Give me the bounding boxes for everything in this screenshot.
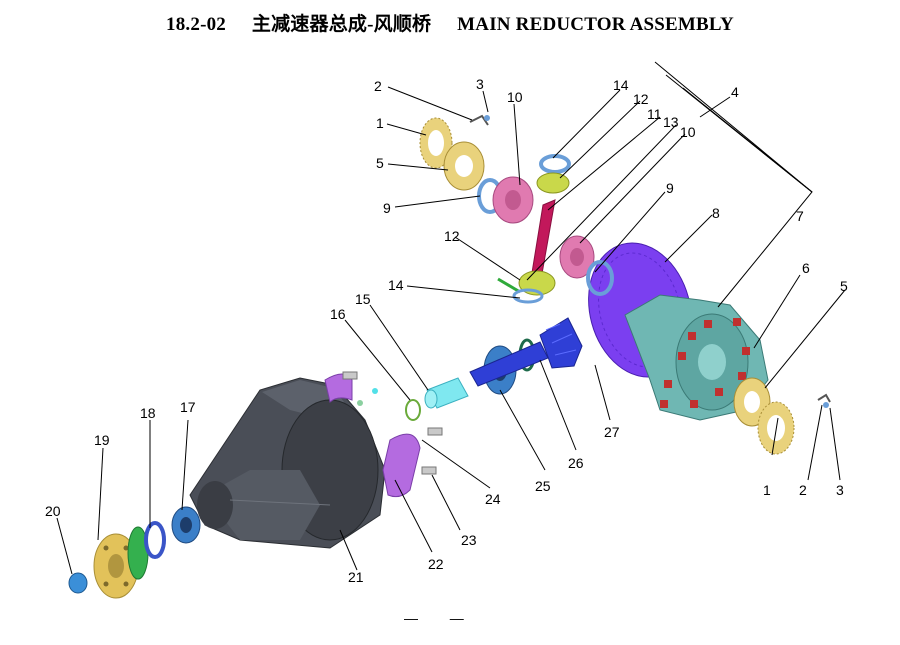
thrust-washer-9-lower bbox=[586, 260, 614, 296]
callout-12a: 12 bbox=[633, 91, 649, 107]
o-ring-16 bbox=[405, 399, 421, 421]
callout-9a: 9 bbox=[383, 200, 391, 216]
callout-3b: 3 bbox=[836, 482, 844, 498]
callout-20: 20 bbox=[45, 503, 61, 519]
page-title: 18.2-02 主减速器总成-风顺桥 MAIN REDUCTOR ASSEMBL… bbox=[0, 9, 900, 36]
callout-27: 27 bbox=[604, 424, 620, 440]
callout-10a: 10 bbox=[507, 89, 523, 105]
callout-4: 4 bbox=[731, 84, 739, 100]
callout-2a: 2 bbox=[374, 78, 382, 94]
callout-21: 21 bbox=[348, 569, 364, 585]
case-bolts-6 bbox=[660, 318, 750, 408]
side-gear-10-upper bbox=[492, 176, 534, 224]
callout-3a: 3 bbox=[476, 76, 484, 92]
side-bearing-5-upper bbox=[443, 141, 485, 191]
callout-5b: 5 bbox=[840, 278, 848, 294]
callout-18: 18 bbox=[140, 405, 156, 421]
callout-24: 24 bbox=[485, 491, 501, 507]
callout-5a: 5 bbox=[376, 155, 384, 171]
callout-11: 11 bbox=[647, 106, 662, 122]
lock-plate-upper bbox=[469, 114, 490, 126]
callout-8: 8 bbox=[712, 205, 720, 221]
spacer-sleeve-15 bbox=[424, 377, 469, 409]
side-gear-10-lower bbox=[559, 235, 595, 279]
callout-25: 25 bbox=[535, 478, 551, 494]
title-english: MAIN REDUCTOR ASSEMBLY bbox=[457, 14, 734, 35]
footer-left-mark: — bbox=[404, 610, 418, 626]
differential-case-7 bbox=[624, 294, 769, 421]
title-code: 18.2-02 bbox=[166, 14, 227, 35]
axle-housing bbox=[189, 377, 386, 549]
callout-2b: 2 bbox=[799, 482, 807, 498]
callout-1b: 1 bbox=[763, 482, 771, 498]
callout-12b: 12 bbox=[444, 228, 460, 244]
callout-26: 26 bbox=[568, 455, 584, 471]
callout-14a: 14 bbox=[613, 77, 629, 93]
washer-14-upper bbox=[539, 154, 571, 174]
callout-7: 7 bbox=[796, 208, 804, 224]
washer-14-lower bbox=[512, 288, 544, 304]
callout-1a: 1 bbox=[376, 115, 384, 131]
callout-19: 19 bbox=[94, 432, 110, 448]
spider-gear-12-upper bbox=[536, 172, 570, 194]
cap-bolts bbox=[342, 371, 443, 475]
callout-10b: 10 bbox=[680, 124, 696, 140]
bearing-cap-lower bbox=[382, 433, 421, 498]
callout-9b: 9 bbox=[666, 180, 674, 196]
callout-23: 23 bbox=[461, 532, 477, 548]
drive-pinion-27 bbox=[469, 317, 583, 387]
callout-labels: 1 2 3 10 14 12 11 13 10 4 5 9 9 8 7 12 1… bbox=[45, 76, 848, 585]
lock-plate-right bbox=[817, 393, 831, 408]
page-footer: — — bbox=[404, 610, 464, 626]
callout-14b: 14 bbox=[388, 277, 404, 293]
pinion-bearing-17 bbox=[171, 506, 201, 544]
callout-13: 13 bbox=[663, 114, 679, 130]
callout-22: 22 bbox=[428, 556, 444, 572]
footer-right-mark: — bbox=[449, 610, 464, 626]
seal-ring-18 bbox=[144, 521, 166, 559]
title-chinese: 主减速器总成-风顺桥 bbox=[251, 14, 432, 35]
callout-15: 15 bbox=[355, 291, 371, 307]
callout-17: 17 bbox=[180, 399, 196, 415]
bearing-cap-upper bbox=[324, 373, 353, 403]
adjusting-nut-1-upper bbox=[419, 117, 453, 169]
callout-16: 16 bbox=[330, 306, 346, 322]
leader-lines bbox=[56, 61, 846, 575]
flange-nut bbox=[68, 572, 88, 594]
callout-6: 6 bbox=[802, 260, 810, 276]
